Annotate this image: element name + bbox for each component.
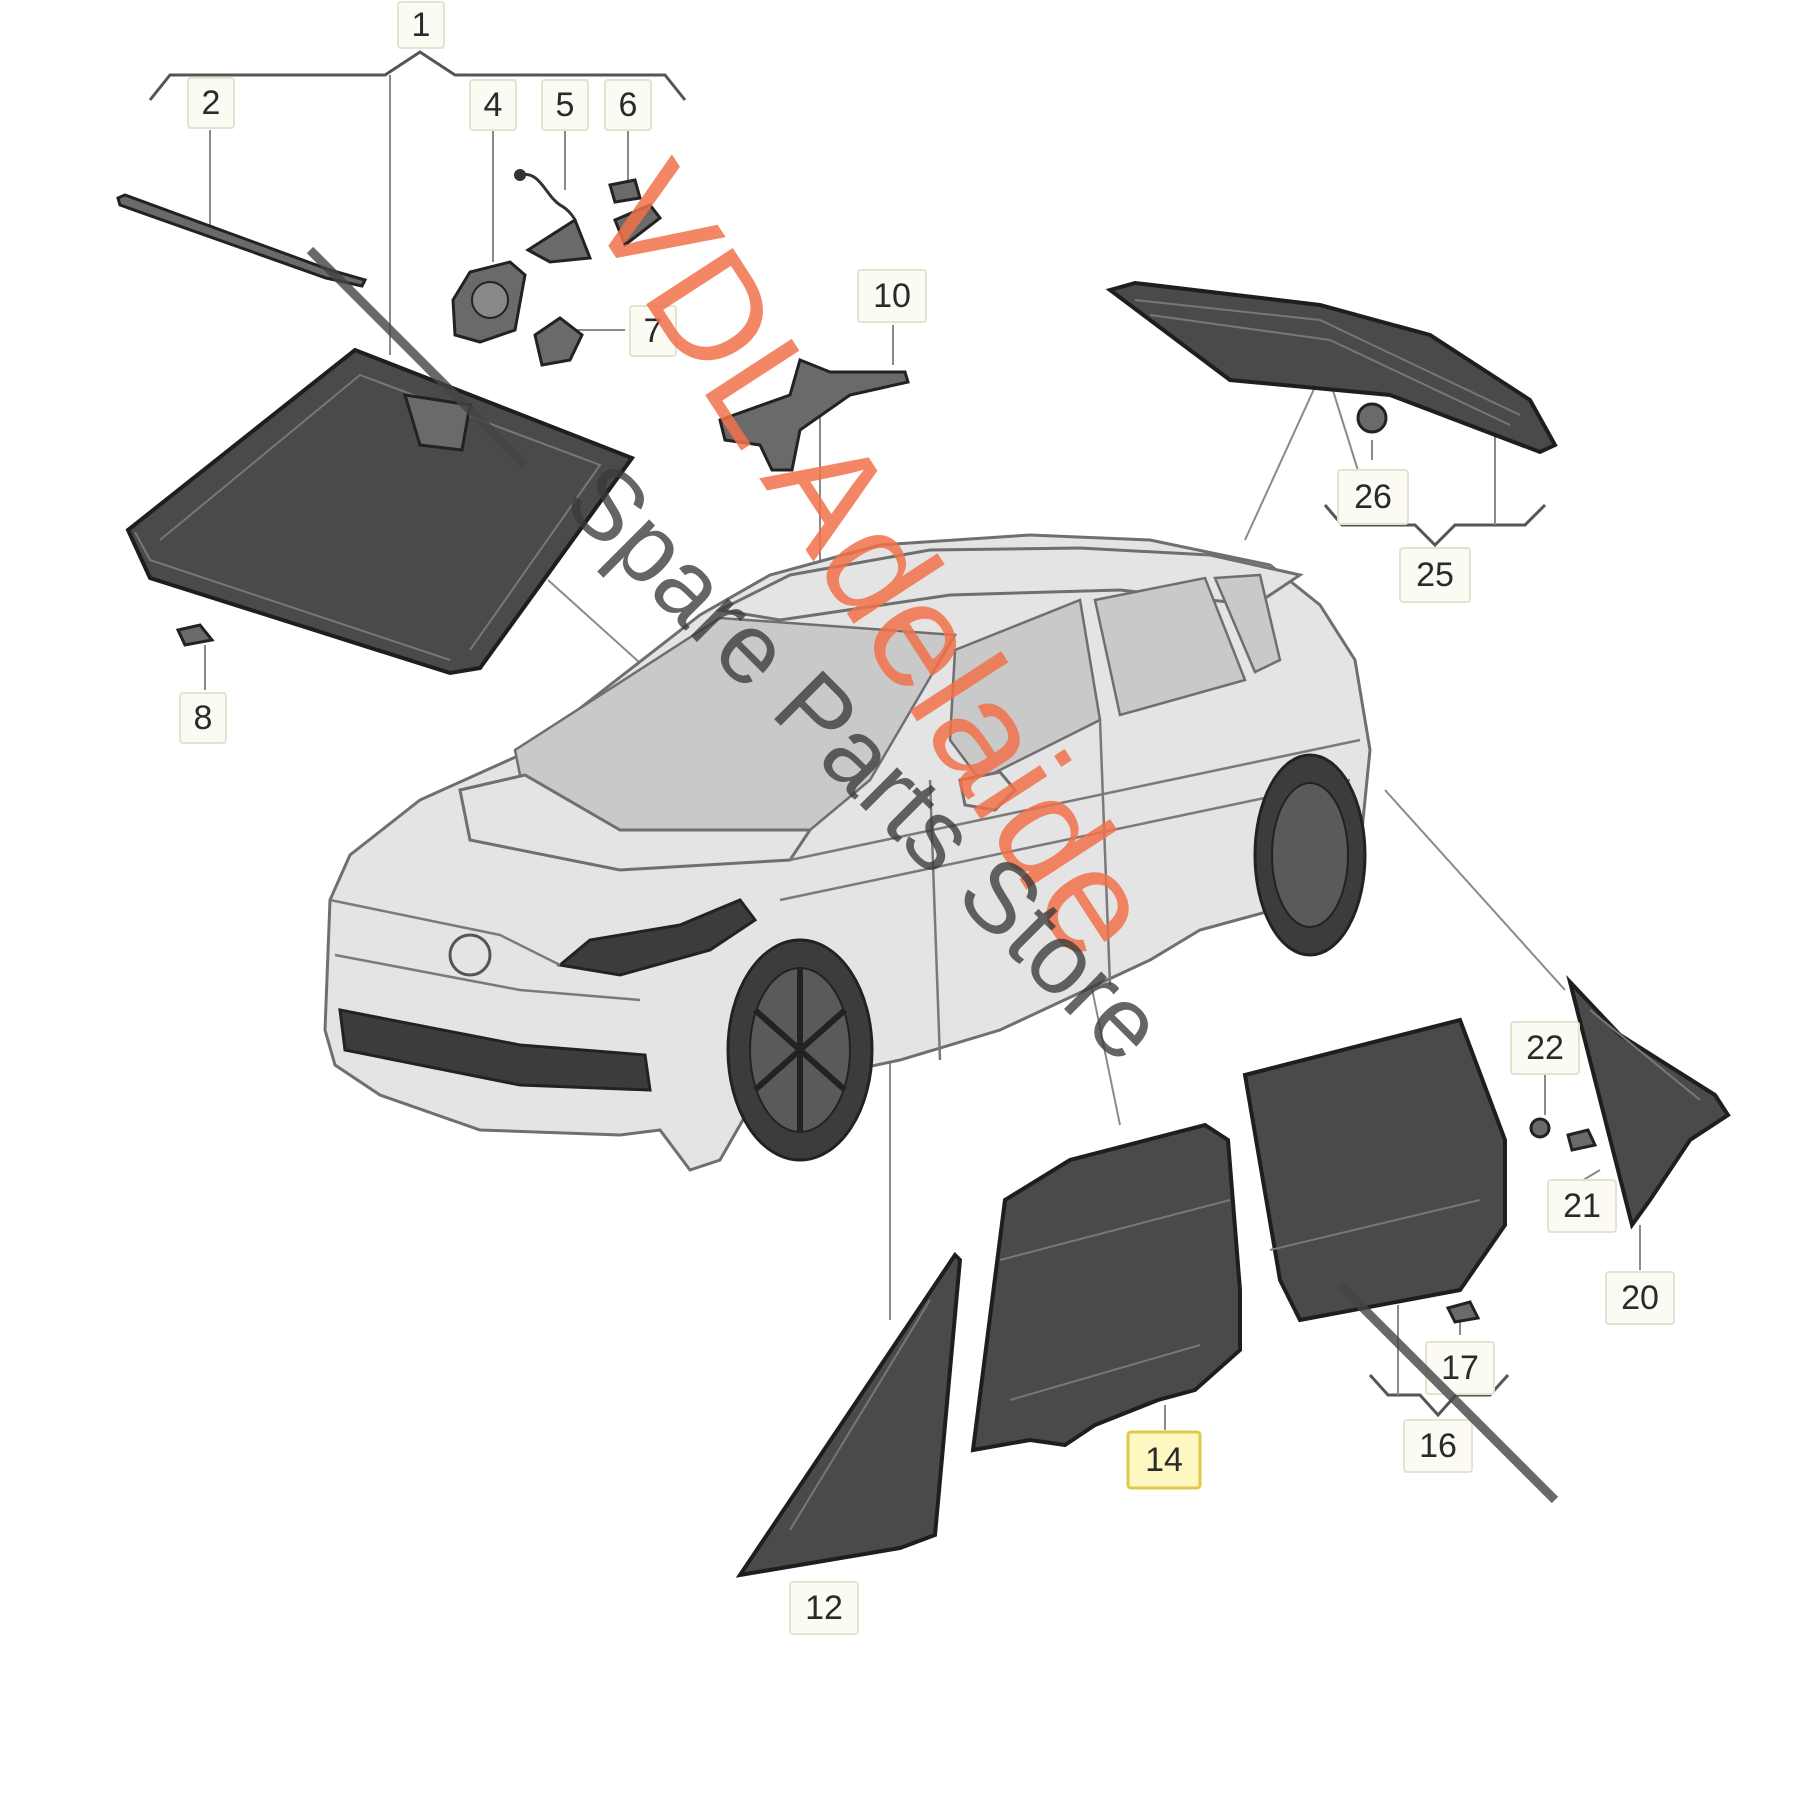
callout-labels: 1 2 4 5 6 7 8 10: [179, 1, 1675, 1635]
svg-text:26: 26: [1354, 478, 1392, 516]
cowl-panel-10: [718, 357, 910, 472]
car-rear-side-window: [1093, 576, 1247, 717]
label-6: 6: [604, 79, 652, 131]
label-17: 17: [1425, 1341, 1495, 1395]
svg-text:10: 10: [873, 277, 911, 315]
svg-text:20: 20: [1621, 1279, 1659, 1317]
svg-text:17: 17: [1441, 1349, 1479, 1387]
svg-text:12: 12: [805, 1589, 843, 1627]
svg-text:6: 6: [619, 86, 638, 124]
svg-text:2: 2: [202, 84, 221, 122]
sensor-bracket-5: [525, 217, 593, 264]
svg-text:7: 7: [644, 312, 663, 350]
svg-text:8: 8: [194, 699, 213, 737]
svg-text:5: 5: [556, 86, 575, 124]
label-25: 25: [1399, 547, 1471, 603]
clip-6b: [613, 203, 663, 248]
windscreen-mirror-mount: [402, 393, 472, 452]
bracket-1: [148, 50, 687, 101]
label-5: 5: [541, 79, 589, 131]
car-front-side-window: [948, 598, 1102, 782]
clip-17: [1445, 1300, 1481, 1324]
car-lower-grille: [338, 1008, 652, 1092]
label-7: 7: [629, 305, 677, 357]
clip-21: [1566, 1128, 1598, 1152]
label-20: 20: [1605, 1271, 1675, 1325]
svg-text:22: 22: [1526, 1029, 1564, 1067]
camera-7: [533, 316, 584, 367]
svg-text:1: 1: [412, 6, 431, 44]
svg-text:16: 16: [1419, 1427, 1457, 1465]
clip-8: [175, 623, 215, 647]
rear-window-glass: [1105, 280, 1558, 455]
car-body: [323, 533, 1372, 1172]
rear-window: [1105, 280, 1558, 455]
windscreen: [116, 193, 636, 676]
label-21: 21: [1547, 1179, 1617, 1233]
svg-text:4: 4: [484, 86, 503, 124]
front-door-glass-14: [970, 1122, 1242, 1453]
label-8: 8: [179, 692, 227, 744]
label-4: 4: [469, 79, 517, 131]
clip-6: [608, 178, 642, 204]
label-14: 14: [1126, 1430, 1202, 1490]
label-2: 2: [187, 77, 235, 129]
label-10: 10: [857, 269, 927, 323]
label-12: 12: [789, 1581, 859, 1635]
svg-text:25: 25: [1416, 556, 1454, 594]
svg-text:21: 21: [1563, 1187, 1601, 1225]
clip-26: [1356, 402, 1388, 434]
svg-text:14: 14: [1145, 1441, 1183, 1479]
windscreen-trim-strip: [116, 193, 368, 288]
label-26: 26: [1337, 469, 1409, 525]
label-22: 22: [1510, 1021, 1580, 1075]
quarter-glass-12: [735, 1251, 963, 1578]
clip-22: [1529, 1117, 1551, 1139]
side-glass-parts: [735, 975, 1731, 1578]
car-headlight-left: [556, 898, 758, 977]
label-16: 16: [1403, 1419, 1473, 1473]
label-1: 1: [397, 1, 445, 49]
rear-quarter-glass-20: [1566, 975, 1731, 1230]
small-parts: [175, 169, 663, 647]
vw-badge: [448, 933, 492, 977]
rear-door-glass-16: [1242, 1017, 1507, 1323]
